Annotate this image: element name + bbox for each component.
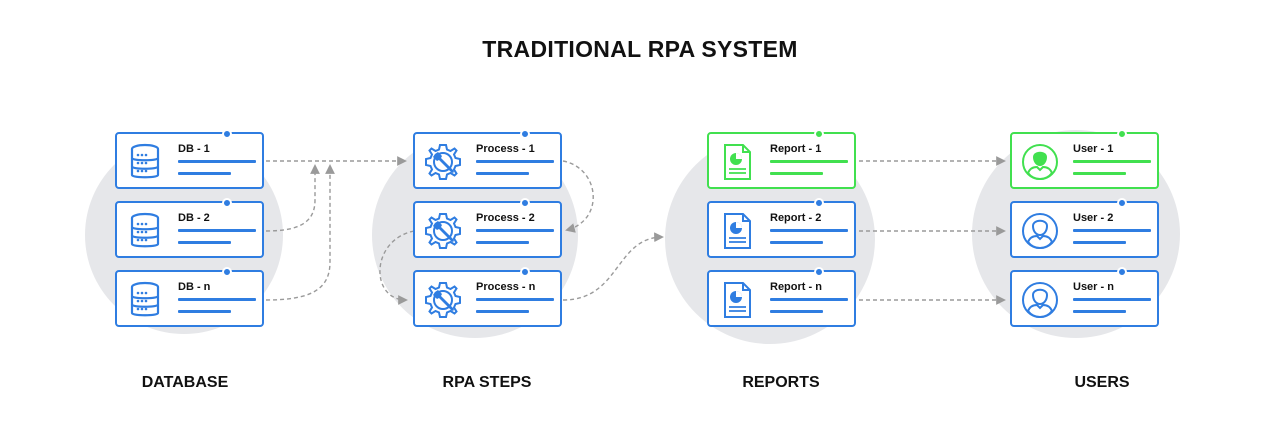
- status-dot: [222, 267, 232, 277]
- connector-db2-process1: [265, 164, 320, 232]
- column-label-reports: REPORTS: [742, 374, 820, 391]
- status-dot: [222, 198, 232, 208]
- placeholder-line: [178, 160, 256, 163]
- placeholder-line: [1073, 298, 1151, 301]
- card-label: User - 1: [1073, 143, 1114, 155]
- gear-wrench-icon: [423, 142, 463, 182]
- connector-process2-processn: [379, 230, 415, 305]
- card-label: Process - 2: [476, 212, 535, 224]
- status-dot: [520, 129, 530, 139]
- status-dot: [814, 198, 824, 208]
- card-db-1: DB - 1: [115, 129, 264, 189]
- status-dot: [814, 267, 824, 277]
- column-label-database: DATABASE: [141, 374, 229, 391]
- card-label: User - n: [1073, 281, 1114, 293]
- placeholder-line: [476, 310, 529, 313]
- column-label-rpa-steps: RPA STEPS: [442, 374, 532, 391]
- user-icon: [1020, 280, 1060, 320]
- placeholder-line: [178, 172, 231, 175]
- placeholder-line: [1073, 160, 1151, 163]
- card-process-2: Process - 2: [413, 198, 562, 258]
- card-label: User - 2: [1073, 212, 1114, 224]
- placeholder-line: [770, 241, 823, 244]
- status-dot: [1117, 129, 1127, 139]
- placeholder-line: [1073, 241, 1126, 244]
- card-label: Process - n: [476, 281, 536, 293]
- placeholder-line: [770, 160, 848, 163]
- placeholder-line: [1073, 229, 1151, 232]
- placeholder-line: [770, 298, 848, 301]
- status-dot: [520, 267, 530, 277]
- placeholder-line: [178, 298, 256, 301]
- user-icon: [1020, 211, 1060, 251]
- database-icon: [125, 280, 165, 320]
- database-icon: [125, 211, 165, 251]
- report-icon: [717, 280, 757, 320]
- card-report-2: Report - 2: [707, 198, 856, 258]
- placeholder-line: [476, 241, 529, 244]
- status-dot: [1117, 267, 1127, 277]
- status-dot: [814, 129, 824, 139]
- status-dot: [520, 198, 530, 208]
- card-report-n: Report - n: [707, 267, 856, 327]
- connector-processn-report2: [562, 232, 664, 301]
- placeholder-line: [1073, 172, 1126, 175]
- card-user-1: User - 1: [1010, 129, 1159, 189]
- card-label: DB - 1: [178, 143, 210, 155]
- connector-process1-process2: [562, 160, 594, 233]
- report-icon: [717, 142, 757, 182]
- gear-wrench-icon: [423, 280, 463, 320]
- placeholder-line: [178, 229, 256, 232]
- gear-wrench-icon: [423, 211, 463, 251]
- placeholder-line: [1073, 310, 1126, 313]
- status-dot: [222, 129, 232, 139]
- column-label-users: USERS: [1074, 374, 1130, 391]
- database-icon: [125, 142, 165, 182]
- card-db-n: DB - n: [115, 267, 264, 327]
- card-label: DB - n: [178, 281, 211, 293]
- diagram-title: TRADITIONAL RPA SYSTEM: [482, 36, 798, 62]
- placeholder-line: [476, 172, 529, 175]
- placeholder-line: [476, 160, 554, 163]
- card-label: Process - 1: [476, 143, 535, 155]
- card-user-n: User - n: [1010, 267, 1159, 327]
- report-icon: [717, 211, 757, 251]
- placeholder-line: [178, 241, 231, 244]
- card-label: Report - n: [770, 281, 822, 293]
- placeholder-line: [770, 229, 848, 232]
- card-db-2: DB - 2: [115, 198, 264, 258]
- status-dot: [1117, 198, 1127, 208]
- placeholder-line: [476, 229, 554, 232]
- placeholder-line: [476, 298, 554, 301]
- card-label: Report - 2: [770, 212, 822, 224]
- card-label: Report - 1: [770, 143, 822, 155]
- user-icon: [1020, 142, 1060, 182]
- placeholder-line: [770, 310, 823, 313]
- placeholder-line: [178, 310, 231, 313]
- placeholder-line: [770, 172, 823, 175]
- connector-dbn-process1: [265, 164, 335, 301]
- card-process-1: Process - 1: [413, 129, 562, 189]
- card-user-2: User - 2: [1010, 198, 1159, 258]
- card-process-n: Process - n: [413, 267, 562, 327]
- card-label: DB - 2: [178, 212, 210, 224]
- card-report-1: Report - 1: [707, 129, 856, 189]
